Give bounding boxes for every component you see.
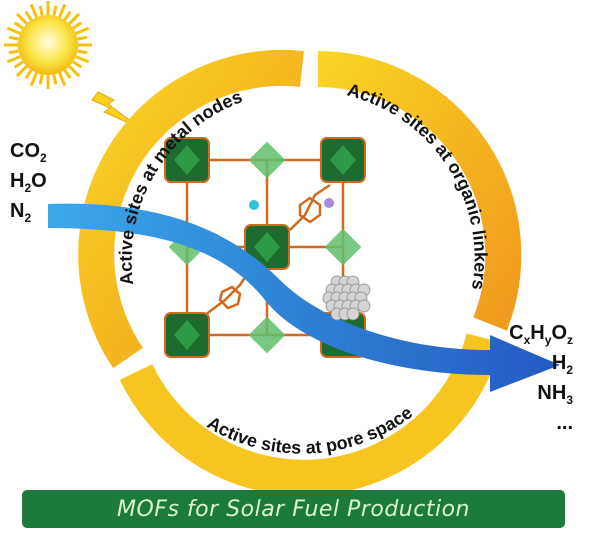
active-site-atom-cyan <box>249 200 259 210</box>
nanoparticle-atom <box>346 307 360 321</box>
banner-title: MOFs for Solar Fuel Production <box>117 496 470 522</box>
reactant-co2: CO2 <box>10 140 47 165</box>
ring-segment-metal-nodes <box>78 49 304 369</box>
product-hydrocarbon: CxHyOz <box>509 322 573 347</box>
product-nh3: NH3 <box>537 382 573 407</box>
active-site-atom-purple <box>324 198 334 208</box>
product-h2: H2 <box>551 352 573 377</box>
sun-icon: (function(){var g=document.currentScript… <box>4 1 92 89</box>
title-banner: MOFs for Solar Fuel Production <box>22 490 565 528</box>
reactant-n2: N2 <box>10 200 32 225</box>
active-sites-ring <box>78 49 522 496</box>
products-list: CxHyOz H2 NH3 ... <box>509 322 573 435</box>
ring-segment-pore-space <box>119 333 502 496</box>
lightning-bolt-icon <box>91 91 141 129</box>
reaction-flow-arrow <box>48 203 560 392</box>
reactant-h2o: H2O <box>10 170 47 195</box>
product-more: ... <box>556 412 573 434</box>
nanoparticle-atom <box>357 299 371 313</box>
reactants-list: CO2 H2O N2 <box>10 140 47 230</box>
ring-segment-organic-linkers <box>317 51 522 331</box>
metal-nanoparticle: (function(){var g=document.currentScript… <box>322 275 371 321</box>
